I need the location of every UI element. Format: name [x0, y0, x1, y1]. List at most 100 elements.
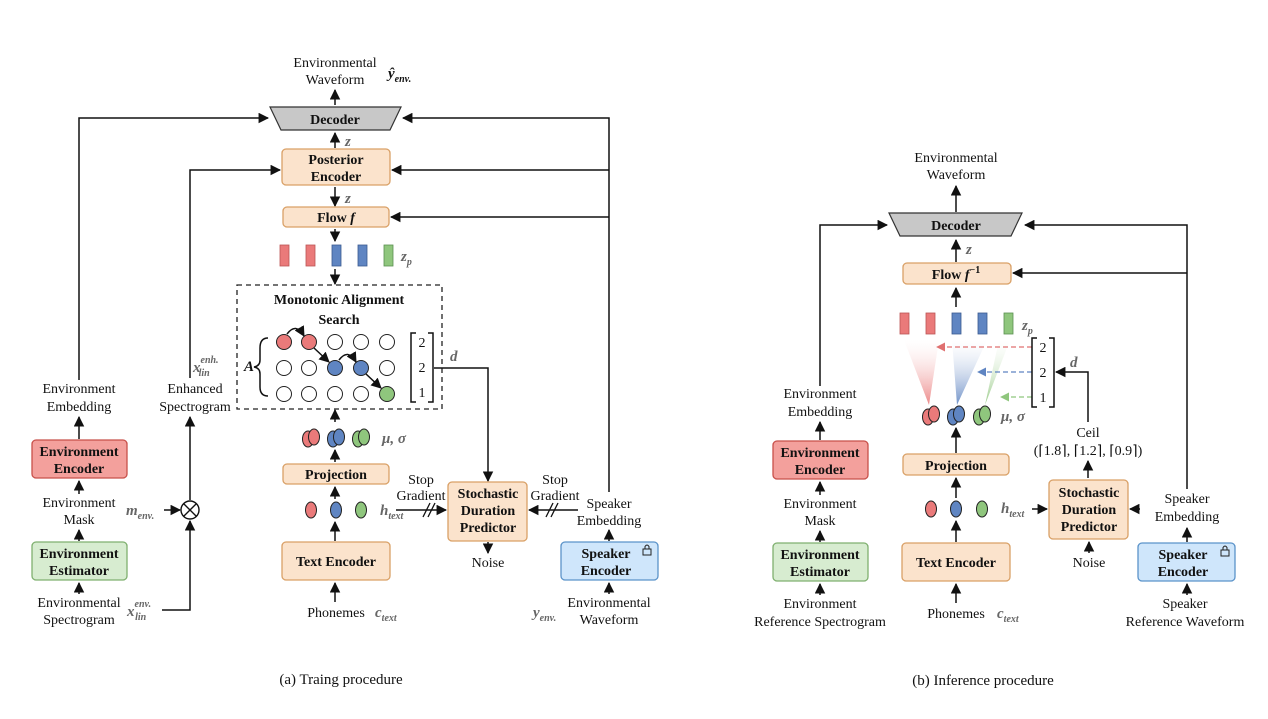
inf-spk-ref-label-1: Speaker: [1162, 597, 1207, 612]
train-decoder-label: Decoder: [310, 113, 360, 128]
train-x-lin-enh: xenh.lin: [192, 355, 219, 379]
train-flow-label: Flow f: [317, 211, 356, 226]
train-stopgrad-1-line-1: Stop: [408, 473, 434, 488]
train-env-waveform-in-1: Environmental: [567, 596, 650, 611]
inf-matrix-bracket-left: [1031, 337, 1037, 408]
inf-ctext-label: ctext: [997, 606, 1020, 625]
train-env-encoder-box: [31, 439, 128, 479]
train-stopgrad-mark-3: [545, 502, 554, 518]
inf-ceil-values: (⌈1.8⌉, ⌈1.2⌉, ⌈0.9⌉): [1034, 444, 1143, 459]
train-ctext-label: ctext: [375, 605, 398, 624]
inf-env-emb-label-1: Environment: [783, 387, 856, 402]
inf-fan-blue: [952, 340, 987, 405]
train-z-2: z: [344, 191, 351, 207]
train-caption: (a) Traing procedure: [279, 672, 403, 688]
train-sdp-label-1: Stochastic: [458, 487, 519, 502]
train-speaker-encoder-box: [560, 541, 659, 581]
train-arrow-spk-decoder: [401, 112, 610, 492]
inf-matrix-bracket-right: [1049, 337, 1055, 408]
train-sdp-label-3: Predictor: [460, 521, 517, 536]
inf-spk-emb-label-1: Speaker: [1164, 492, 1209, 507]
inf-env-waveform-label-1: Environmental: [914, 151, 997, 166]
inf-matrix-val-1: 2: [1040, 341, 1047, 356]
train-y-env: yenv.: [531, 605, 556, 624]
train-mas-title-1: Monotonic Alignment: [274, 293, 405, 308]
train-htext-label: htext: [380, 503, 405, 522]
train-zp-bar-4: [357, 244, 368, 267]
inf-spk-emb-label-2: Embedding: [1155, 510, 1220, 525]
inf-flow-label: Flow f−1: [932, 265, 980, 283]
train-env-mask-label-2: Mask: [63, 513, 94, 528]
train-envest-label-1: Environment: [39, 547, 118, 562]
train-posterior-label-2: Encoder: [311, 170, 362, 185]
train-env-spec-label-1: Environmental: [37, 596, 120, 611]
inf-flow-box: [902, 262, 1012, 285]
inf-z: z: [965, 242, 972, 258]
inf-speaker-encoder-box: [1137, 542, 1236, 582]
train-envenc-label-2: Encoder: [54, 462, 105, 477]
train-zp-bar-1: [279, 244, 290, 267]
inf-arrow-envemb-decoder: [819, 219, 889, 386]
train-matrix-val-3: 1: [419, 386, 426, 401]
inf-env-emb-label-2: Embedding: [788, 405, 853, 420]
inf-env-ref-label-1: Environment: [783, 597, 856, 612]
inf-htext-ellipses: [925, 500, 988, 518]
train-d-label: d: [450, 349, 458, 365]
train-zp-bar-5: [383, 244, 394, 267]
train-arrow-enh-posterior: [189, 164, 282, 378]
train-A-label: A: [243, 359, 254, 375]
train-matrix-bracket-left: [410, 332, 416, 403]
inf-matrix-val-3: 1: [1040, 391, 1047, 406]
train-x-lin-env: xenv.lin: [126, 599, 151, 623]
train-envest-label-2: Estimator: [49, 564, 109, 579]
inf-env-waveform-label-2: Waveform: [927, 168, 986, 183]
train-stopgrad-mark-2: [427, 502, 436, 518]
inf-musigma-ellipses: [922, 405, 991, 426]
train-zp-bars: [279, 244, 394, 267]
inf-lock-icon: [1220, 545, 1230, 557]
inference-panel: Environmental Waveform Decoder z Flow f−…: [754, 151, 1244, 689]
inf-env-estimator-box: [772, 542, 869, 582]
train-htext-ellipses: [305, 501, 367, 519]
train-alignment-grid: [276, 325, 395, 402]
inf-arrow-spk-decoder: [1023, 219, 1188, 489]
train-zp-bar-3: [331, 244, 342, 267]
train-matrix-val-1: 2: [419, 336, 426, 351]
inf-envenc-label-2: Encoder: [795, 463, 846, 478]
inf-projection-box: [902, 453, 1010, 476]
train-projection-box: [282, 463, 390, 485]
train-phonemes-label: Phonemes: [307, 606, 365, 621]
training-panel: Environmental Waveform ŷenv. Decoder z P…: [31, 56, 659, 688]
inf-noise-label: Noise: [1073, 556, 1106, 571]
inf-arrow-ceil-d: [1054, 366, 1089, 422]
train-flow-box: [282, 206, 390, 228]
train-env-emb-label-2: Embedding: [47, 400, 112, 415]
train-A-brace: [253, 337, 269, 397]
train-mas-box: [236, 284, 443, 410]
inf-ceil-label: Ceil: [1076, 426, 1099, 441]
inf-zp-label: zp: [1021, 318, 1033, 337]
inf-d-label: d: [1070, 355, 1078, 371]
inf-spkenc-label-2: Encoder: [1158, 565, 1209, 580]
train-y-hat-env: ŷenv.: [386, 66, 411, 85]
train-env-waveform-label-1: Environmental: [293, 56, 376, 71]
inf-sdp-box: [1048, 479, 1129, 540]
inf-caption: (b) Inference procedure: [912, 673, 1054, 689]
inf-spk-ref-label-2: Reference Waveform: [1126, 615, 1245, 630]
train-envenc-label-1: Environment: [39, 445, 118, 460]
train-text-encoder-box: [281, 541, 391, 581]
train-musigma-label: μ, σ: [381, 431, 407, 447]
train-projection-label: Projection: [305, 468, 367, 483]
train-stopgrad-2-line-1: Stop: [542, 473, 568, 488]
inf-envest-label-1: Environment: [780, 548, 859, 563]
train-spk-emb-label-2: Embedding: [577, 514, 642, 529]
train-arrow-d-sdp: [434, 367, 494, 483]
inf-zp-bars: [899, 312, 1014, 335]
train-mas-title-2: Search: [319, 313, 360, 328]
train-spk-emb-label-1: Speaker: [586, 497, 631, 512]
train-enh-spec-label-1: Enhanced: [167, 382, 222, 397]
inf-envenc-label-1: Environment: [780, 446, 859, 461]
inf-htext-label: htext: [1001, 501, 1026, 520]
train-stopgrad-2-line-2: Gradient: [531, 489, 580, 504]
train-arrow-envemb-decoder: [78, 112, 270, 380]
